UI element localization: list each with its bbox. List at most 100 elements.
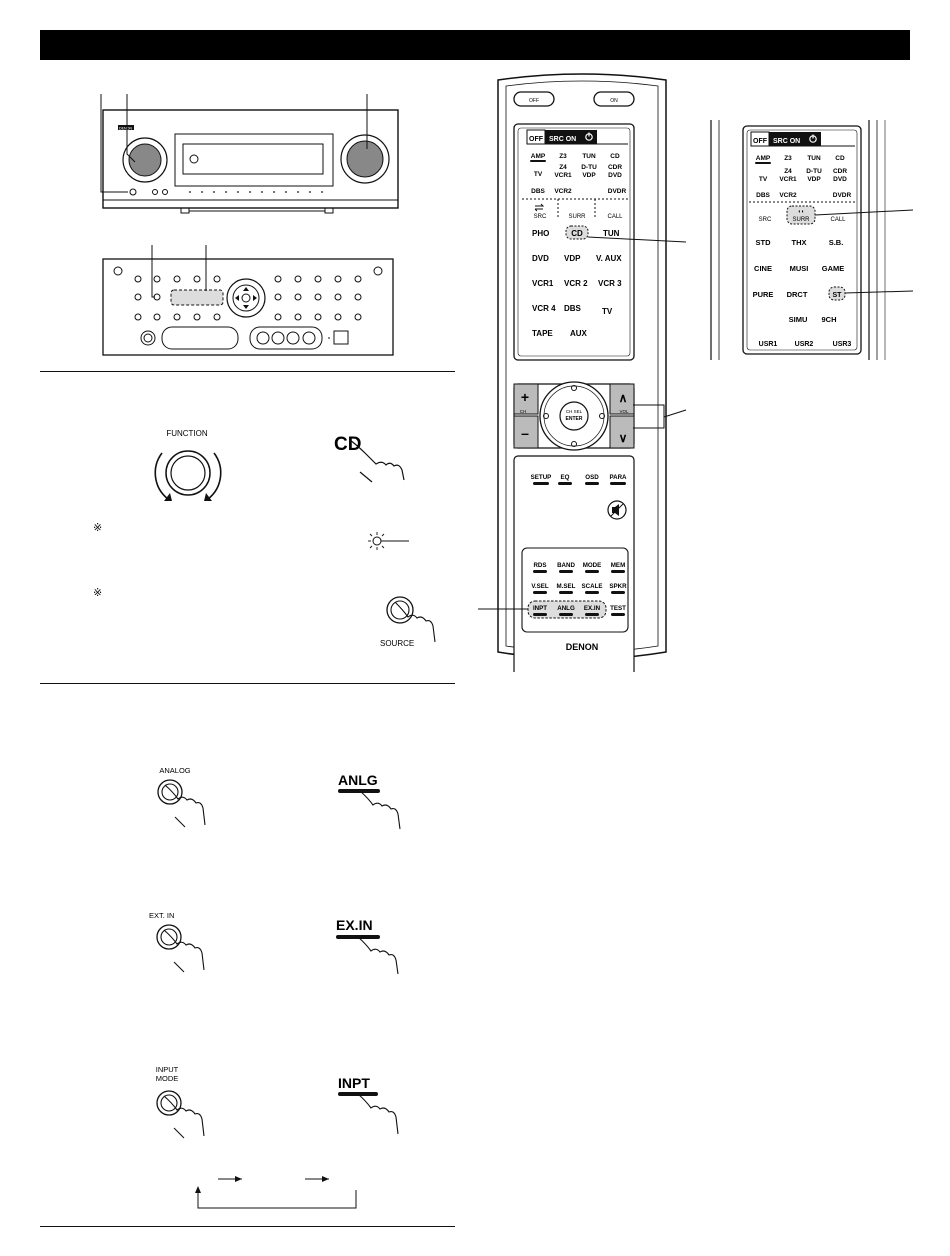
analog-button[interactable] xyxy=(157,779,183,805)
remote-key-mode[interactable]: MODE xyxy=(583,562,602,569)
remote-src-label[interactable]: SRC xyxy=(534,214,547,220)
remote-source-cd[interactable]: CD xyxy=(610,153,620,160)
remote-vol-down[interactable]: ∨ xyxy=(619,431,628,445)
detail-key-9ch[interactable]: 9CH xyxy=(821,315,836,324)
detail-call-label[interactable]: CALL xyxy=(830,217,846,223)
remote-key-setup[interactable]: SETUP xyxy=(531,474,552,481)
remote-key-dbs[interactable]: DBS xyxy=(564,304,582,313)
remote-cd-key-highlight[interactable] xyxy=(565,225,589,240)
detail-key-sb[interactable]: S.B. xyxy=(829,238,844,247)
remote-source-grid[interactable]: AMP Z3 TUN CD TV DBS VCR2 DVDR xyxy=(531,153,627,195)
remote-key-pho[interactable]: PHO xyxy=(532,229,549,238)
remote-key-tun[interactable]: TUN xyxy=(603,229,620,238)
detail-key-std[interactable]: STD xyxy=(756,238,772,247)
detail-key-drct[interactable]: DRCT xyxy=(787,290,808,299)
detail-key-usr1[interactable]: USR1 xyxy=(759,341,778,348)
detail-source-vcr2[interactable]: VCR2 xyxy=(779,192,797,199)
remote-menu-keys[interactable]: SETUP EQ OSD PARA xyxy=(531,474,627,481)
remote-key-osd[interactable]: OSD xyxy=(585,474,599,481)
remote-function-keys[interactable]: RDS BAND MODE MEM V.SEL M.SEL SCALE SPKR… xyxy=(531,562,627,612)
detail-source-z3[interactable]: Z3 xyxy=(784,155,792,162)
detail-surround-keys[interactable]: STD THX S.B. CINE MUSI GAME PURE DRCT SI… xyxy=(753,238,845,324)
remote-surr-label[interactable]: SURR xyxy=(568,214,586,220)
remote-key-vdp[interactable]: VDP xyxy=(564,254,581,263)
remote-key-vcr2[interactable]: VCR 2 xyxy=(564,279,588,288)
remote-source-tv[interactable]: TV xyxy=(534,171,543,178)
remote-source-tun[interactable]: TUN xyxy=(582,153,596,160)
detail-key-usr2[interactable]: USR2 xyxy=(795,341,814,348)
remote-source-vcr2[interactable]: VCR2 xyxy=(554,188,572,195)
detail-key-pure[interactable]: PURE xyxy=(753,290,774,299)
input-mode-button[interactable] xyxy=(156,1090,182,1116)
detail-st-key-highlight[interactable] xyxy=(828,286,846,301)
remote-key-dvd[interactable]: DVD xyxy=(532,254,549,263)
detail-src-label[interactable]: SRC xyxy=(759,217,772,223)
remote-key-spkr[interactable]: SPKR xyxy=(609,583,627,590)
remote-call-label[interactable]: CALL xyxy=(607,214,623,220)
detail-key-game[interactable]: GAME xyxy=(822,264,845,273)
remote-off-button[interactable]: OFF xyxy=(529,98,539,104)
detail-user-keys[interactable]: USR1 USR2 USR3 xyxy=(759,341,852,348)
remote-source-z3[interactable]: Z3 xyxy=(559,153,567,160)
remote-key-tv[interactable]: TV xyxy=(602,307,613,316)
detail-key-thx[interactable]: THX xyxy=(792,238,807,247)
remote-key-test[interactable]: TEST xyxy=(610,605,626,612)
remote-key-band[interactable]: BAND xyxy=(557,562,575,569)
remote-enter-button[interactable]: CH SEL ENTER xyxy=(559,401,589,431)
remote-input-keys[interactable]: PHO TUN DVD VDP V. AUX VCR1 VCR 2 VCR 3 … xyxy=(532,229,622,338)
remote-source-amp[interactable]: AMP xyxy=(531,153,546,160)
remote-on-button[interactable]: ON xyxy=(610,98,618,104)
function-knob[interactable] xyxy=(122,137,168,183)
detail-key-simu[interactable]: SIMU xyxy=(789,315,808,324)
sub-panel-cursor-pad[interactable] xyxy=(226,278,266,318)
remote-ch-plus[interactable]: + xyxy=(521,389,529,405)
remote-key-aux[interactable]: AUX xyxy=(570,329,588,338)
remote-key-cd[interactable]: CD xyxy=(571,229,583,238)
detail-source-dbs[interactable]: DBS xyxy=(756,192,770,199)
detail-key-cine[interactable]: CINE xyxy=(754,264,772,273)
anlg-key-bar[interactable] xyxy=(338,789,380,793)
remote-key-vsel[interactable]: V.SEL xyxy=(531,583,549,590)
remote-ch-minus[interactable]: – xyxy=(521,425,529,441)
remote-key-eq[interactable]: EQ xyxy=(561,474,570,481)
remote-key-vaux[interactable]: V. AUX xyxy=(596,254,622,263)
remote-key-vcr3[interactable]: VCR 3 xyxy=(598,279,622,288)
remote-vol-up[interactable]: ∧ xyxy=(619,391,628,405)
detail-surr-label[interactable]: SURR xyxy=(792,217,810,223)
remote-key-exin[interactable]: EX.IN xyxy=(584,605,601,612)
remote-key-vcr4[interactable]: VCR 4 xyxy=(532,304,556,313)
detail-key-musi[interactable]: MUSI xyxy=(790,264,809,273)
detail-key-st[interactable]: ST xyxy=(833,292,843,299)
remote-key-para[interactable]: PARA xyxy=(609,474,627,481)
detail-key-usr3[interactable]: USR3 xyxy=(833,341,852,348)
remote-key-inpt[interactable]: INPT xyxy=(533,605,547,612)
remote-tab-src-on[interactable] xyxy=(545,130,597,144)
detail-source-cd[interactable]: CD xyxy=(835,155,845,162)
remote-key-tape[interactable]: TAPE xyxy=(532,329,553,338)
detail-source-tv[interactable]: TV xyxy=(759,176,768,183)
remote-highlighted-keys[interactable]: INPT ANLG EX.IN xyxy=(533,605,601,612)
remote-key-mem[interactable]: MEM xyxy=(611,562,625,569)
remote-key-rds[interactable]: RDS xyxy=(533,562,546,569)
master-volume-knob[interactable] xyxy=(340,134,390,184)
ext-in-button[interactable] xyxy=(156,924,182,950)
remote-power-buttons[interactable]: OFF ON xyxy=(513,91,635,107)
remote-key-scale[interactable]: SCALE xyxy=(582,583,603,590)
function-knob-graphic[interactable] xyxy=(165,450,211,496)
detail-source-dvdr[interactable]: DVDR xyxy=(833,192,852,199)
detail-tab-src-on[interactable] xyxy=(769,132,821,146)
detail-source-amp[interactable]: AMP xyxy=(756,155,771,162)
detail-source-tun[interactable]: TUN xyxy=(807,155,821,162)
mute-icon[interactable] xyxy=(607,500,627,520)
remote-key-msel[interactable]: M.SEL xyxy=(557,583,576,590)
remote-source-dbs[interactable]: DBS xyxy=(531,188,545,195)
source-button[interactable] xyxy=(386,596,414,624)
